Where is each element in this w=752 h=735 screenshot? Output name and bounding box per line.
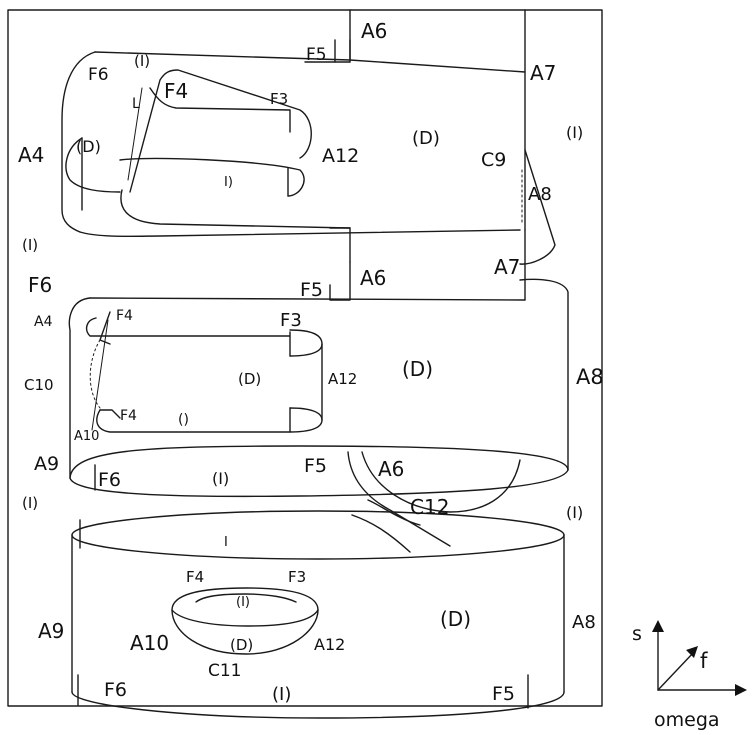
label-top-F4: F4 — [164, 79, 188, 103]
label-top-L: L — [132, 96, 140, 112]
label-mid-C10: C10 — [24, 376, 54, 394]
label-mid-A8: A8 — [576, 365, 604, 389]
bottom-cylinder-surface — [72, 511, 564, 718]
vertical-axis-arrow — [652, 620, 664, 632]
label-mid-F6: F6 — [28, 273, 52, 297]
label-mid-C12: C12 — [410, 495, 449, 519]
label-mid-F4-a: F4 — [116, 308, 133, 324]
label-bot-A9: A9 — [38, 619, 64, 643]
label-left-I-1: (I) — [22, 236, 38, 254]
label-bot-A12: A12 — [314, 635, 345, 654]
label-mid-I-inner: () — [178, 412, 189, 428]
label-top-A8: A8 — [528, 184, 552, 205]
label-left-I-2: (I) — [22, 494, 38, 512]
label-top-F6: F6 — [88, 65, 109, 85]
label-top-A4: A4 — [18, 143, 44, 167]
label-top-I-right: (I) — [566, 123, 583, 142]
labels: A6 F5 A7 (I) F6 L F4 F3 (D) A12 A4 (D) (… — [18, 19, 720, 731]
label-top-A7: A7 — [530, 61, 556, 85]
label-bot-I-top: I — [224, 535, 228, 550]
label-mid-F4-b: F4 — [120, 408, 137, 424]
label-mid-A12: A12 — [328, 370, 357, 388]
label-mid-A6: A6 — [360, 266, 386, 290]
axis-label-s: s — [632, 623, 642, 645]
horizontal-axis-arrow — [735, 684, 747, 696]
label-bot-F4: F4 — [186, 568, 204, 586]
label-bot-F5: F5 — [492, 683, 515, 705]
diagonal-axis — [658, 652, 694, 690]
label-mid-F5: F5 — [300, 279, 323, 301]
label-mid-A7: A7 — [494, 255, 520, 279]
label-bot-D-inner: (D) — [230, 636, 253, 654]
label-bot-C11: C11 — [208, 661, 242, 681]
label-top-I-inner: I) — [224, 175, 233, 190]
label-bot-D: (D) — [440, 607, 471, 631]
label-mid-F3: F3 — [280, 310, 302, 331]
axis-label-f: f — [700, 649, 708, 673]
label-top-C9: C9 — [481, 149, 506, 171]
label-mid-A4: A4 — [34, 314, 53, 330]
label-top-A12: A12 — [322, 145, 359, 167]
label-mid-D-big: (D) — [402, 357, 433, 381]
label-top-A6: A6 — [361, 19, 387, 43]
label-top-D-outer: (D) — [412, 128, 440, 149]
label-bot-A8: A8 — [572, 612, 596, 633]
label-bot-I-inner: (I) — [236, 595, 250, 610]
axis-label-omega: omega — [654, 709, 720, 731]
label-mid-I-right: (I) — [566, 503, 583, 522]
label-top-F3: F3 — [270, 90, 288, 108]
diagonal-axis-arrow — [686, 646, 698, 658]
label-mid-A10: A10 — [74, 429, 99, 444]
label-mid-I-b: (I) — [212, 469, 229, 488]
label-mid-D-inner: (D) — [238, 370, 261, 388]
label-mid-F5-b: F5 — [304, 455, 327, 477]
label-bot-A10: A10 — [130, 631, 169, 655]
label-mid-A6-b: A6 — [378, 457, 404, 481]
label-mid-A9: A9 — [34, 453, 59, 475]
label-mid-F6-b: F6 — [98, 469, 121, 491]
label-bot-F3: F3 — [288, 568, 306, 586]
label-top-D-inner: (D) — [76, 137, 101, 156]
label-top-I-a: (I) — [134, 52, 150, 70]
label-bot-I-bottom: (I) — [272, 684, 291, 705]
label-top-F5: F5 — [306, 45, 327, 65]
label-bot-F6: F6 — [104, 679, 127, 701]
